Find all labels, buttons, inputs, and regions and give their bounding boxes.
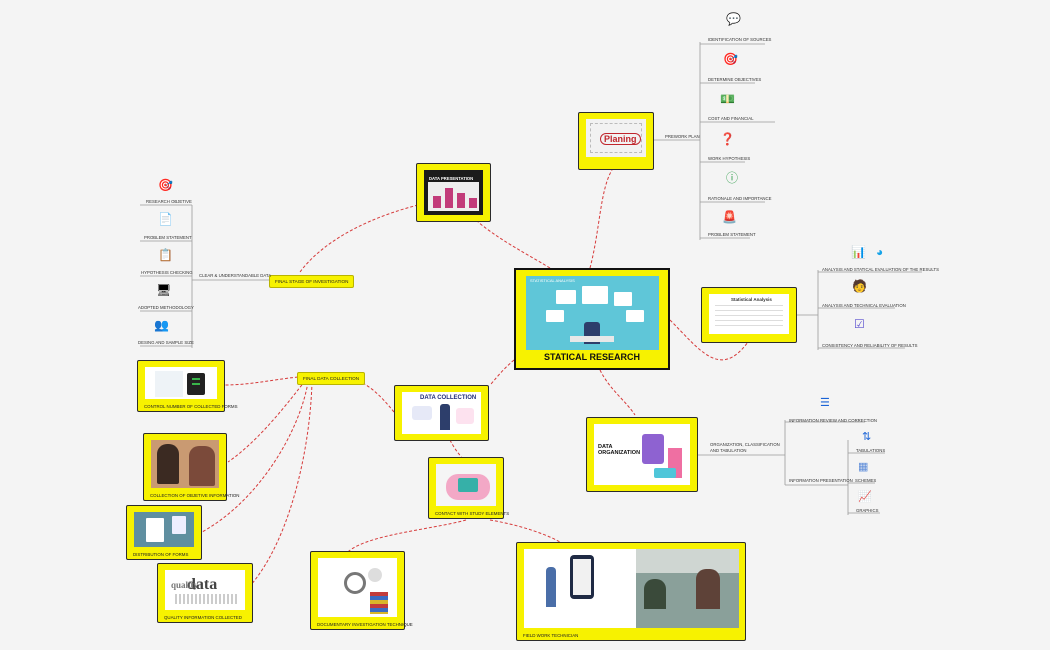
statistics-item-0: ANALYSIS AND STATICAL EVALUATION OF THE … — [822, 267, 939, 272]
statistics-card[interactable]: Statistical Analysis — [701, 287, 797, 343]
documentary-caption: DOCUMENTARY INVESTIGATION TECHNIQUE — [317, 622, 413, 627]
final-stage-item-2: HYPOTHESIS CHECKING — [141, 270, 193, 275]
person-icon: 🧑 — [852, 279, 867, 293]
data-collection-image: DATA COLLECTION — [402, 392, 481, 434]
final-stage-item-0: RESEARCH OBJETIVE — [146, 199, 192, 204]
statistics-image-title: Statistical Analysis — [731, 297, 772, 302]
field-work-card[interactable]: FIELD WORK TECHNICIAN — [516, 542, 746, 641]
list-icon: ☰ — [820, 397, 830, 409]
data-organization-image-title: DATA ORGANIZATION — [598, 444, 641, 456]
statistics-image: Statistical Analysis — [709, 294, 789, 334]
final-stage-pill[interactable]: FINAL STAGE OF INVESTIGATION — [269, 275, 355, 288]
documentary-image — [318, 558, 397, 617]
connector-final-objective — [227, 380, 306, 463]
planning-item-2: COST AND FINANCIAL — [708, 116, 754, 121]
central-topic-card[interactable]: STATISTICAL ANALYSIS STATICAL RESEARCH — [514, 268, 670, 370]
objective-information-caption: COLLECTION OF OBJETIVE INFORMATION — [150, 493, 240, 498]
objective-information-card[interactable]: COLLECTION OF OBJETIVE INFORMATION — [143, 433, 239, 501]
connector-contact-documentary — [344, 519, 467, 556]
quality-information-caption: QUALITY INFORMATION COLLECTED — [164, 615, 242, 620]
distribution-forms-card[interactable]: DISTRIBUTION OF FORMS — [126, 505, 202, 560]
organization-branch-label: ORGANIZATION, CLASSIFICATION AND TABULAT… — [710, 442, 780, 453]
control-forms-caption: CONTROL NUMBER OF COLLECTED FORMS — [144, 404, 238, 409]
field-work-image — [524, 549, 739, 628]
planning-item-0: IDENTIFICATION OF SOURCES — [708, 37, 772, 42]
connector-final-control — [223, 376, 299, 386]
data-collection-card[interactable]: DATA COLLECTION — [394, 385, 489, 441]
planning-item-1: DETERMINE OBJECTIVES — [708, 77, 762, 82]
connector-collection-contact — [449, 439, 463, 459]
statistics-item-2: CONSISTENCY AND RELIABILITY OF RESULTS — [822, 343, 918, 348]
organization-item-1: SCHEMES — [855, 478, 877, 483]
connector-datapresentation-final — [299, 204, 419, 273]
presentation-icon: 🖥 — [156, 283, 172, 297]
data-collection-image-title: DATA COLLECTION — [420, 395, 477, 401]
final-stage-item-4: DESING AND SAMPLE SIZE — [138, 340, 194, 345]
final-stage-item-3: ADOPTED METHODOLOGY — [138, 305, 194, 310]
organization-review-label: INFORMATION REVIEW AND CORRECTION — [789, 418, 878, 423]
chart-icon: 📊 — [851, 245, 866, 259]
objective-information-image — [151, 440, 219, 488]
grid-icon: ▦ — [858, 461, 869, 473]
checklist-icon: ☑ — [854, 317, 865, 331]
final-data-collection-pill[interactable]: FINAL DATA COLLECTION — [297, 372, 366, 385]
planning-image: Planing — [586, 119, 646, 157]
organization-item-2: GRAPHICS — [856, 508, 879, 513]
data-organization-image: DATA ORGANIZATION — [594, 424, 690, 485]
question-icon: ❓ — [720, 132, 735, 146]
info-icon: ⓘ — [726, 171, 739, 185]
contact-image — [436, 464, 496, 506]
ring-icon: ◕ — [876, 245, 884, 259]
connector-center-stats — [669, 319, 749, 361]
target-icon: 🎯 — [158, 178, 173, 192]
planning-card[interactable]: Planing — [578, 112, 654, 170]
organization-presentation-label: INFORMATION PRESENTATION — [789, 478, 853, 483]
contact-card[interactable]: CONTACT WITH STUDY ELEMENTS — [428, 457, 509, 519]
team-icon: 👥 — [154, 318, 169, 332]
money-icon: 💵 — [720, 92, 735, 106]
data-presentation-card[interactable]: DATA PRESENTATION — [416, 163, 491, 222]
central-topic-title: STATICAL RESEARCH — [543, 352, 640, 362]
documentary-card[interactable]: DOCUMENTARY INVESTIGATION TECHNIQUE — [310, 551, 413, 630]
connector-center-collection — [489, 359, 515, 386]
planning-branch-label: PREWORK PLAN — [665, 134, 700, 139]
data-organization-card[interactable]: DATA ORGANIZATION — [586, 417, 698, 492]
quality-information-image: data quality — [165, 570, 245, 610]
statistics-item-1: ANALYSIS AND TECHNICAL EVALUATION — [822, 303, 906, 308]
central-topic-image: STATISTICAL ANALYSIS — [526, 276, 659, 350]
connector-final-forms — [201, 381, 309, 533]
planning-image-text: Planing — [600, 133, 641, 145]
clipboard-icon: 📋 — [158, 248, 173, 262]
graph-icon: 📈 — [858, 491, 872, 503]
distribution-forms-caption: DISTRIBUTION OF FORMS — [133, 552, 189, 557]
central-topic-banner: STATISTICAL ANALYSIS — [530, 278, 575, 283]
connector-center-datapresentation — [477, 221, 551, 269]
quality-information-card[interactable]: data quality QUALITY INFORMATION COLLECT… — [157, 563, 253, 623]
distribution-forms-image — [134, 512, 194, 547]
contact-caption: CONTACT WITH STUDY ELEMENTS — [435, 511, 510, 516]
organization-item-0: TABULATIONS — [856, 448, 886, 453]
final-stage-item-1: PROBLEM STATEMENT — [144, 235, 192, 240]
document-icon: 📄 — [158, 212, 173, 226]
connector-center-planning — [589, 169, 613, 269]
alarm-icon: 🚨 — [722, 210, 737, 224]
speech-bubbles-icon: 💬 — [726, 12, 741, 26]
connector-final-quality — [249, 381, 313, 587]
control-forms-image — [145, 367, 217, 399]
field-work-caption: FIELD WORK TECHNICIAN — [523, 633, 579, 638]
data-presentation-image-title: DATA PRESENTATION — [429, 176, 474, 181]
sort-icon: ⇅ — [862, 431, 872, 443]
connector-center-organization — [599, 369, 636, 416]
planning-item-4: RATIONALE AND IMPORTANCE — [708, 196, 772, 201]
planning-item-5: PROBLEM STATEMENT — [708, 232, 756, 237]
target-icon: 🎯 — [723, 52, 738, 66]
control-forms-card[interactable]: CONTROL NUMBER OF COLLECTED FORMS — [137, 360, 238, 412]
data-presentation-image: DATA PRESENTATION — [424, 170, 483, 215]
planning-item-3: WORK HYPOTHESIS — [708, 156, 751, 161]
final-stage-branch-label: CLEAR & UNDERSTANDABLE DATA — [199, 273, 272, 278]
